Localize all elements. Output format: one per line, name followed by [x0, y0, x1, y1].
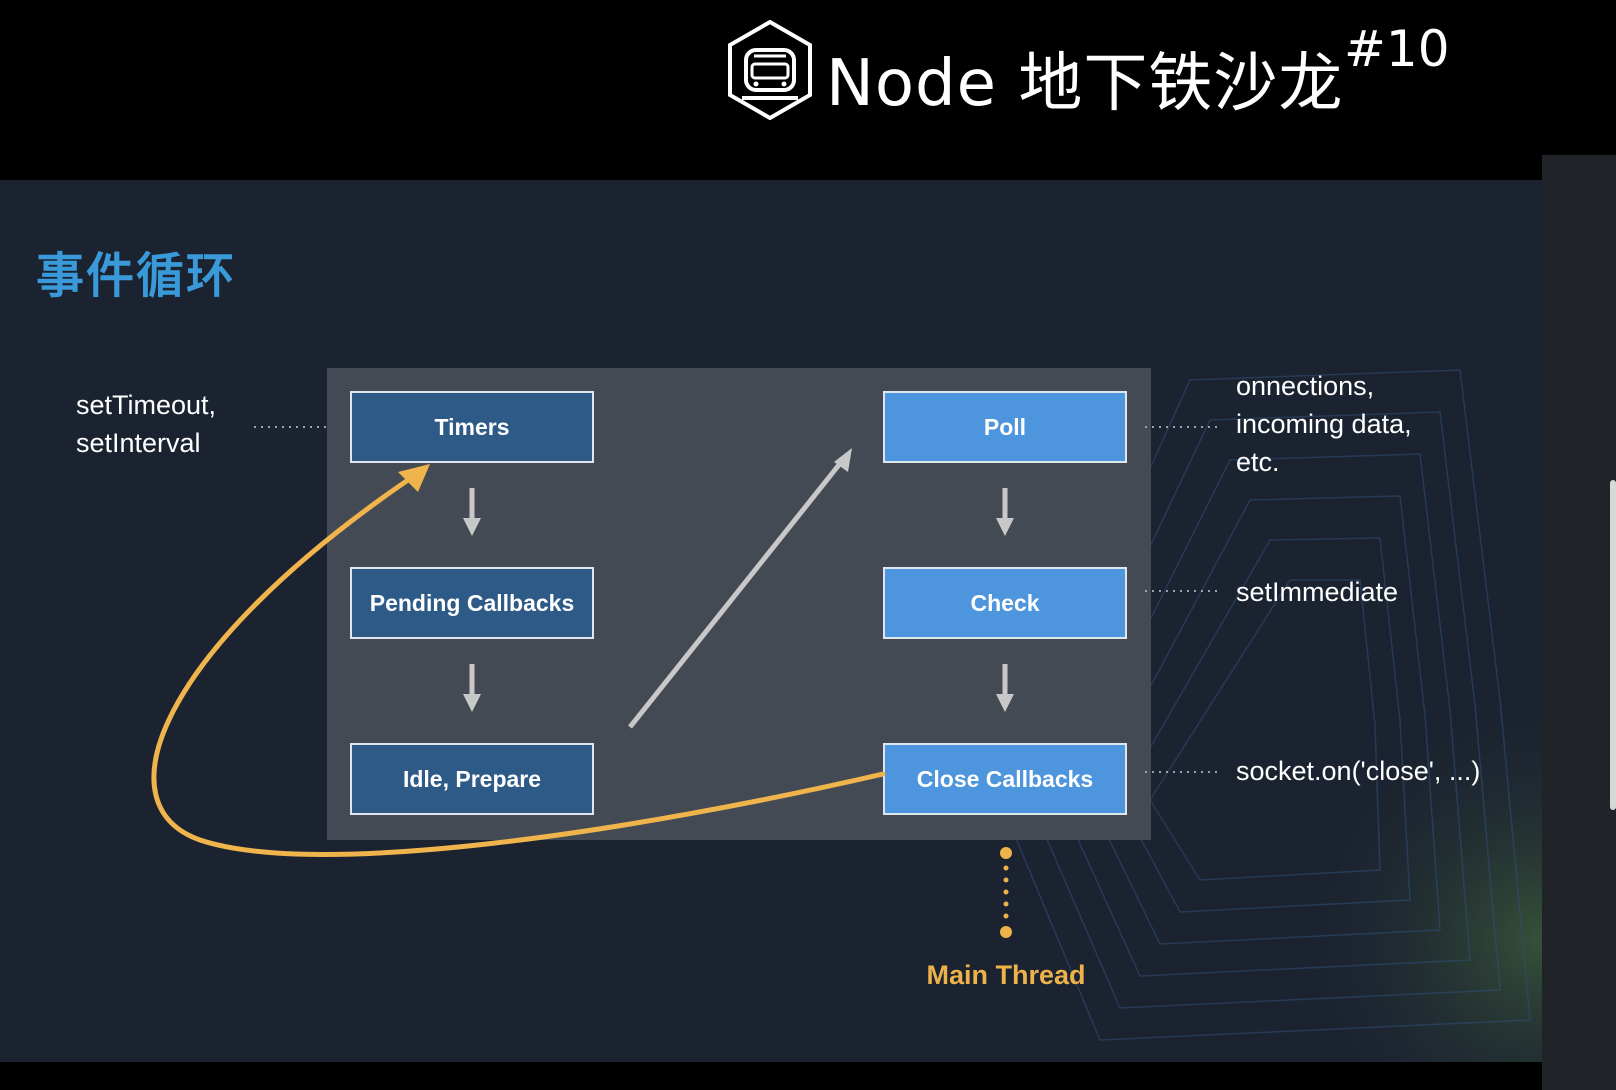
note-poll: onnections, incoming data, etc.: [1236, 371, 1412, 477]
diagram-connectors: [151, 426, 1222, 938]
down-arrow-icon: [463, 664, 481, 712]
subway-train-hexagon-icon: [728, 20, 812, 120]
scrollbar-thumb[interactable]: [1610, 480, 1616, 810]
right-side-strip: [1542, 155, 1616, 1090]
phase-label: Timers: [434, 413, 510, 440]
phase-close-callbacks: Close Callbacks: [883, 743, 1127, 815]
main-thread-connector: [1000, 847, 1012, 938]
loop-arrow-icon: [151, 464, 886, 857]
main-thread-label: Main Thread: [926, 960, 1086, 990]
header-bar: Node 地下铁沙龙 #10: [0, 0, 1616, 180]
bottom-bar: [0, 1062, 1542, 1090]
phase-check: Check: [883, 567, 1127, 639]
episode-number: #10: [1344, 20, 1450, 78]
down-arrow-icon: [463, 488, 481, 536]
phase-label: Pending Callbacks: [369, 589, 575, 616]
phase-label: Check: [970, 589, 1040, 616]
slide: 事件循环 Timers Pending Callbacks Idle, Prep…: [0, 180, 1542, 1062]
phase-label: Close Callbacks: [916, 765, 1094, 792]
diagonal-arrow-icon: [628, 448, 852, 729]
phase-label: Poll: [983, 413, 1027, 440]
down-arrow-icon: [996, 664, 1014, 712]
phase-pending-callbacks: Pending Callbacks: [350, 567, 594, 639]
phase-timers: Timers: [350, 391, 594, 463]
brand-title: Node 地下铁沙龙: [826, 47, 1344, 121]
phase-poll: Poll: [883, 391, 1127, 463]
phase-label: Idle, Prepare: [402, 765, 542, 792]
note-check: setImmediate: [1236, 577, 1399, 607]
phase-idle-prepare: Idle, Prepare: [350, 743, 594, 815]
note-close: socket.on('close', ...): [1236, 756, 1481, 786]
down-arrow-icon: [996, 488, 1014, 536]
note-timers: setTimeout, setInterval: [76, 390, 217, 458]
slide-title: 事件循环: [36, 248, 237, 304]
